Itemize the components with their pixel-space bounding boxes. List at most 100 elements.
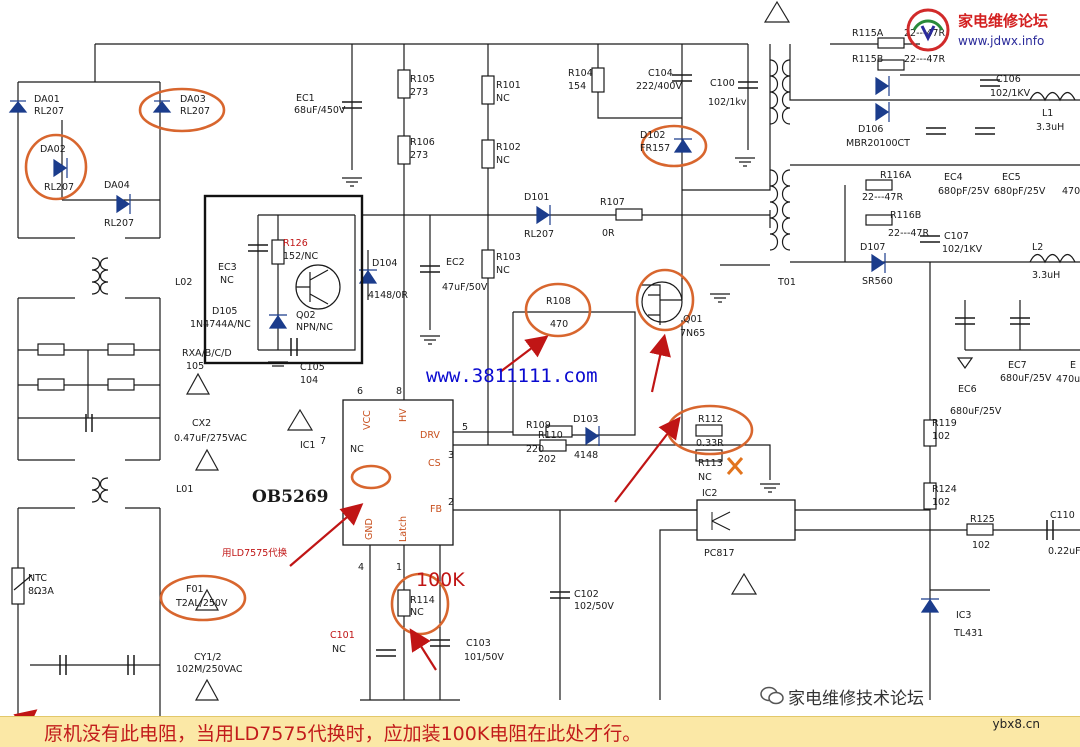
warning-triangles <box>185 0 791 701</box>
label-R115B: R115B <box>852 54 883 65</box>
label-RXA-value: 105 <box>186 361 204 372</box>
ic1-pin-drv: DRV <box>420 430 440 441</box>
label-DA01: DA01 <box>34 94 60 105</box>
ic1-pin-number-4: 4 <box>358 562 364 573</box>
label-D107: D107 <box>860 242 885 253</box>
label-EC4-value: 680pF/25V <box>938 186 990 197</box>
label-C106: C106 <box>996 74 1021 85</box>
label-D103: D103 <box>573 414 598 425</box>
label-R113-value: NC <box>698 472 712 483</box>
label-L1-value: 3.3uH <box>1036 122 1064 133</box>
label-NTC-value: 8Ω3A <box>28 586 54 597</box>
bottom-site-label: ybx8.cn <box>992 717 1040 731</box>
label-DA01-value: RL207 <box>34 106 64 117</box>
label-R114-value: NC <box>410 607 424 618</box>
label-C101: C101 <box>330 630 355 641</box>
label-D107-value: SR560 <box>862 276 893 287</box>
label-D102: D102 <box>640 130 665 141</box>
label-R119-value: 102 <box>932 431 950 442</box>
label-EC3-value: NC <box>220 275 234 286</box>
ic1-pin-cs: CS <box>428 458 441 469</box>
label-R106-value: 273 <box>410 150 428 161</box>
label-D106-value: MBR20100CT <box>846 138 910 149</box>
label-DA04: DA04 <box>104 180 130 191</box>
label-C100: C100 <box>710 78 735 89</box>
label-R109: R109 <box>526 420 551 431</box>
label-L2-value: 3.3uH <box>1032 270 1060 281</box>
label-R124: R124 <box>932 484 957 495</box>
label-T01: T01 <box>777 277 796 288</box>
label-R101: R101 <box>496 80 521 91</box>
label-L2: L2 <box>1032 242 1043 253</box>
label-R102: R102 <box>496 142 521 153</box>
label-D105-value: 1N4744A/NC <box>190 319 251 330</box>
label-C110-value: 0.22uF <box>1048 546 1080 557</box>
ic1-pin-gnd: GND <box>364 518 375 540</box>
label-EC6: EC6 <box>958 384 977 395</box>
label-L02: L02 <box>175 277 192 288</box>
wechat-icon <box>760 686 784 705</box>
label-C103-value: 101/50V <box>464 652 504 663</box>
label-CY12-value: 102M/250VAC <box>176 664 243 675</box>
label-R112: R112 <box>698 414 723 425</box>
label-D104-value: 4148/0R <box>368 290 408 301</box>
label-RXA: RXA/B/C/D <box>182 348 232 359</box>
label-DA02-value: RL207 <box>44 182 74 193</box>
label-NTC: NTC <box>28 573 47 584</box>
component-labels: DA01 RL207 DA03 RL207 DA02 RL207 DA04 RL… <box>28 28 1080 675</box>
bottom-note-banner: 原机没有此电阻，当用LD7575代换时，应加装100K电阻在此处才行。 ybx8… <box>0 716 1080 747</box>
label-C105-value: 104 <box>300 375 318 386</box>
label-C103: C103 <box>466 638 491 649</box>
label-EC7-value: 680uF/25V <box>1000 373 1052 384</box>
label-DA03: DA03 <box>180 94 206 105</box>
pc817-block <box>696 499 796 541</box>
label-D102-value: FR157 <box>640 143 670 154</box>
label-C105: C105 <box>300 362 325 373</box>
label-EC7: EC7 <box>1008 360 1027 371</box>
label-D106: D106 <box>858 124 883 135</box>
label-D104: D104 <box>372 258 397 269</box>
ic1-pin-number-8: 8 <box>396 386 402 397</box>
label-D105: D105 <box>212 306 237 317</box>
label-R125-value: 102 <box>972 540 990 551</box>
label-IC2: IC2 <box>702 488 717 499</box>
label-R124-value: 102 <box>932 497 950 508</box>
ic1-pin-number-1: 1 <box>396 562 402 573</box>
partial-label-a: 470 <box>1062 186 1080 197</box>
label-R107: R107 <box>600 197 625 208</box>
label-EC1: EC1 <box>296 93 315 104</box>
partial-label-c: E <box>1070 360 1076 371</box>
label-IC3: IC3 <box>956 610 971 621</box>
label-IC2-value: PC817 <box>704 548 735 559</box>
label-R116B-value: 22---47R <box>888 228 929 239</box>
ic1-pin-number-6: 6 <box>357 386 363 397</box>
ic1-pin-number-5: 5 <box>462 422 468 433</box>
capacitor-symbols <box>59 74 1054 675</box>
label-R104: R104 <box>568 68 593 79</box>
label-EC6-value: 680uF/25V <box>950 406 1002 417</box>
red-arrows <box>13 333 681 732</box>
label-L01: L01 <box>176 484 193 495</box>
label-C102-value: 102/50V <box>574 601 614 612</box>
label-C106-value: 102/1KV <box>990 88 1031 99</box>
label-C107-value: 102/1KV <box>942 244 983 255</box>
label-Q02: Q02 <box>296 310 316 321</box>
label-CX2: CX2 <box>192 418 211 429</box>
ic1-pin-number-3: 3 <box>448 450 454 461</box>
transformer-and-inductors <box>13 59 1076 591</box>
label-R104-value: 154 <box>568 81 586 92</box>
label-R108-value: 470 <box>550 319 568 330</box>
label-D101-value: RL207 <box>524 229 554 240</box>
label-R114: R114 <box>410 595 435 606</box>
forum-logo-name: 家电维修论坛 <box>958 12 1049 30</box>
label-DA04-value: RL207 <box>104 218 134 229</box>
label-C102: C102 <box>574 589 599 600</box>
label-R113: R113 <box>698 458 723 469</box>
label-EC5-value: 680pF/25V <box>994 186 1046 197</box>
label-R108: R108 <box>546 296 571 307</box>
ic1-pin-latch: Latch <box>398 516 409 542</box>
label-C100-value: 102/1kv <box>708 97 747 108</box>
label-EC5: EC5 <box>1002 172 1021 183</box>
ic1-pin-nc: NC <box>350 444 364 455</box>
